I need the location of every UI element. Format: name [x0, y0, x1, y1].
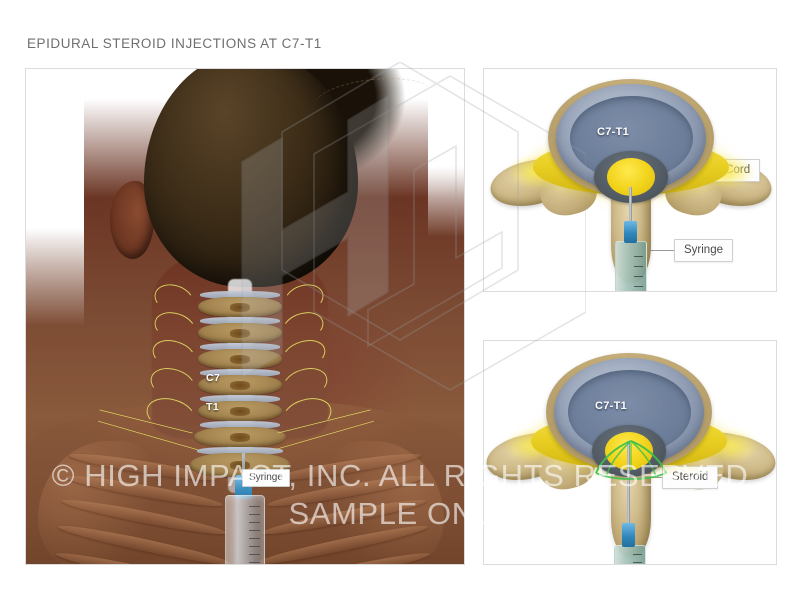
- needle-hub: [624, 221, 637, 243]
- cervical-vertebra-c7: [194, 427, 286, 447]
- label-c7: C7: [206, 372, 221, 384]
- leader-syringe: [644, 250, 682, 251]
- needle-hub: [622, 523, 635, 547]
- needle: [627, 441, 630, 529]
- steroid-medication-spread: [576, 437, 686, 483]
- intervertebral-disc: [200, 395, 280, 403]
- syringe-main-view: [202, 453, 288, 564]
- syringe-barrel: [225, 495, 265, 564]
- right-fade-margin: [428, 69, 464, 238]
- intervertebral-disc-c7-t1: [197, 447, 283, 455]
- cervical-spine: [184, 279, 296, 493]
- panel-cross-section-needle-placement: C7-T1 Spinal Cord Syringe: [483, 68, 777, 292]
- callout-syringe-main: Syringe: [242, 469, 290, 487]
- cervical-vertebra: [198, 297, 282, 317]
- intervertebral-disc: [200, 317, 280, 325]
- cervical-vertebra: [198, 375, 282, 395]
- intervertebral-disc: [200, 291, 280, 299]
- callout-syringe-cross-section: Syringe: [674, 239, 733, 262]
- label-disc-level-top: C7-T1: [597, 126, 630, 138]
- needle: [629, 187, 632, 229]
- intervertebral-disc: [200, 343, 280, 351]
- cervical-vertebra: [198, 349, 282, 369]
- label-disc-level-bottom: C7-T1: [595, 400, 628, 412]
- label-t1: T1: [206, 401, 220, 413]
- syringe-barrel: [614, 545, 646, 564]
- cervical-vertebra: [198, 401, 282, 421]
- skull-posterior: [144, 69, 436, 287]
- panel-cross-section-steroid-delivery: C7-T1: [483, 340, 777, 565]
- syringe-barrel: [615, 241, 647, 291]
- page-title: EPIDURAL STEROID INJECTIONS AT C7-T1: [27, 36, 322, 51]
- cervical-vertebra: [198, 323, 282, 343]
- left-fade-margin: [26, 69, 84, 327]
- callout-steroid: Steroid: [662, 466, 719, 489]
- needle: [242, 453, 245, 479]
- intervertebral-disc: [200, 421, 280, 429]
- panel-posterior-neck-overview: C7 T1 Syringe: [25, 68, 465, 565]
- intervertebral-disc: [200, 369, 280, 377]
